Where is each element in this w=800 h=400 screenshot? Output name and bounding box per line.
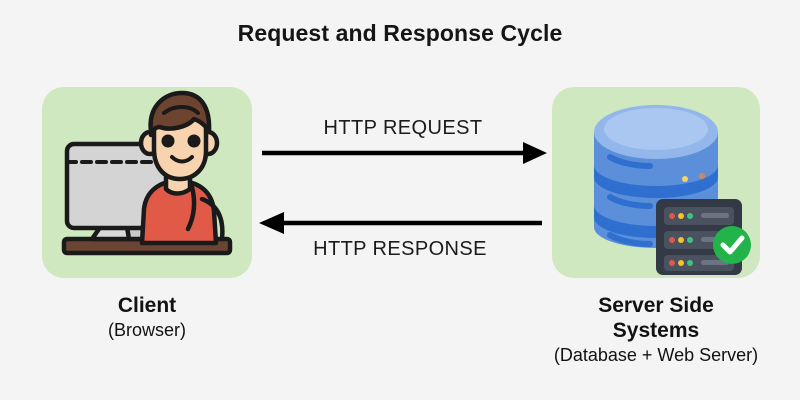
server-label-line2: Systems (612, 319, 700, 342)
person-at-desktop-computer-icon (61, 90, 233, 256)
client-sublabel: (Browser) (107, 320, 186, 340)
client-caption: Client (Browser) (42, 293, 252, 342)
http-response-label: HTTP RESPONSE (313, 238, 487, 260)
server-sublabel: (Database + Web Server) (553, 345, 759, 365)
client-panel (42, 87, 252, 278)
http-request-label: HTTP REQUEST (323, 117, 483, 139)
database-with-server-rack-icon (594, 105, 751, 275)
page-title: Request and Response Cycle (237, 20, 563, 46)
server-caption: Server Side Systems (Database + Web Serv… (500, 293, 800, 367)
http-response-arrow (259, 212, 542, 234)
server-label-line1: Server Side (598, 294, 714, 317)
server-panel (552, 87, 760, 278)
http-request-arrow (262, 142, 547, 164)
client-label: Client (117, 294, 177, 317)
check-circle-icon (713, 226, 751, 264)
